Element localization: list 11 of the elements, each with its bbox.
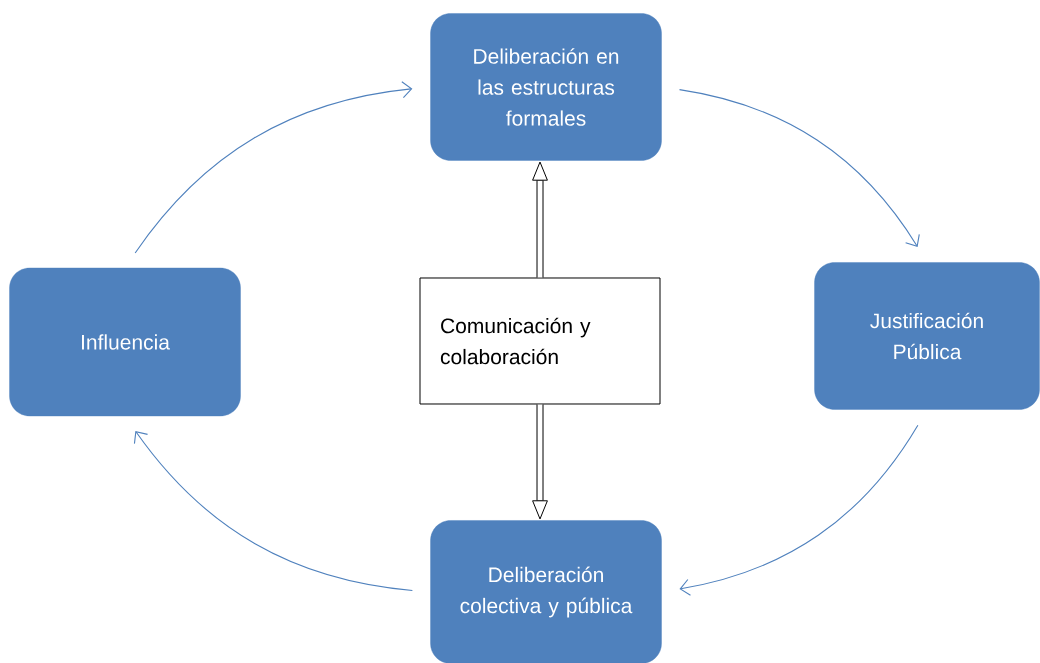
rounded-box: Deliberación en las estructuras formales (430, 13, 662, 161)
rounded-box: Justificación Pública (814, 262, 1040, 410)
curved-arrow (134, 81, 413, 254)
curved-arrow (678, 89, 920, 247)
curved-arrow (133, 430, 413, 591)
curved-arrow (679, 424, 919, 596)
double-arrow (532, 404, 548, 520)
rounded-box: Influencia (9, 267, 241, 417)
rounded-box: Deliberación colectiva y pública (430, 520, 662, 663)
double-arrow (532, 161, 548, 278)
text-box: Comunicación y colaboración (419, 277, 661, 405)
